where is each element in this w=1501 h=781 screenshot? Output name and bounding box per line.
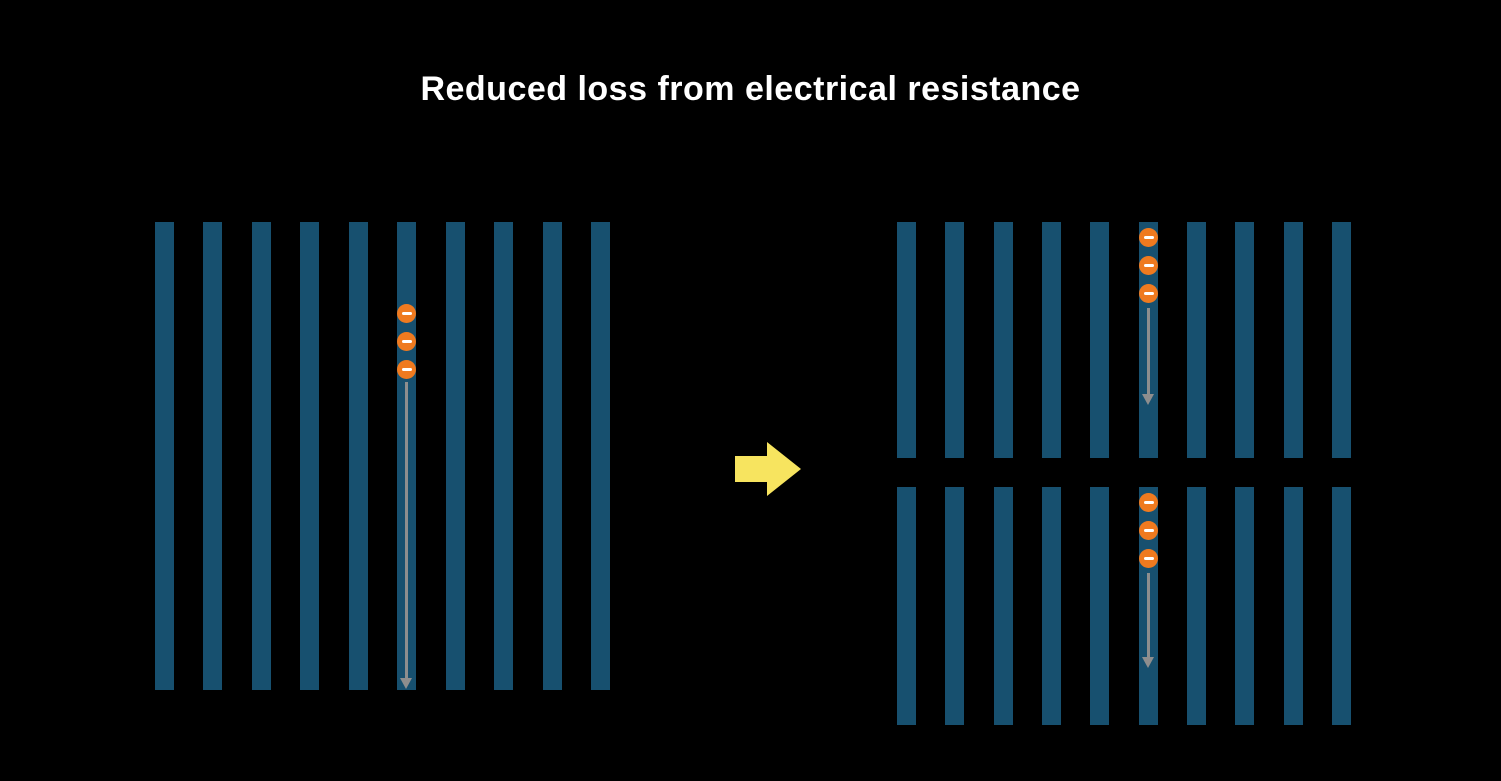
minus-icon (401, 340, 412, 343)
electron-minus-circle-icon (397, 332, 416, 351)
cell-finger-bar (993, 222, 1013, 458)
cell-finger-bar (251, 222, 271, 690)
cell-finger-bar (1331, 487, 1351, 725)
minus-icon (401, 368, 412, 371)
electron-flow-column (397, 222, 416, 690)
cell-finger-bar (155, 222, 174, 690)
minus-icon (1143, 236, 1154, 239)
minus-icon (1143, 529, 1154, 532)
electron-minus-circle-icon (1139, 549, 1158, 568)
electron-minus-circle-icon (397, 304, 416, 323)
cell-finger-bar (1090, 487, 1110, 725)
down-arrow-head-icon (400, 678, 412, 689)
cell-finger-bar (993, 487, 1013, 725)
electron-minus-circle-icon (1139, 284, 1158, 303)
half-cell-bottom-panel (897, 487, 1351, 725)
minus-icon (1143, 557, 1154, 560)
full-cell-panel (155, 222, 610, 690)
minus-icon (1143, 292, 1154, 295)
cell-finger-bar (897, 487, 916, 725)
cell-finger-bar (1041, 487, 1061, 725)
down-arrow-head-icon (1142, 394, 1154, 405)
electron-group (397, 222, 416, 388)
cell-finger-bar (1283, 487, 1303, 725)
cell-finger-bar (1186, 487, 1206, 725)
cell-finger-bars (897, 222, 1351, 458)
half-cell-top-panel (897, 222, 1351, 458)
cell-finger-bar (203, 222, 223, 690)
minus-icon (1143, 264, 1154, 267)
cell-finger-bars (897, 487, 1351, 725)
cell-finger-bar (445, 222, 465, 690)
electron-flow-column (1139, 487, 1158, 725)
cell-finger-bar (1186, 222, 1206, 458)
down-arrow-icon (405, 382, 408, 678)
electron-minus-circle-icon (397, 360, 416, 379)
cell-finger-bar (1041, 222, 1061, 458)
electron-minus-circle-icon (1139, 521, 1158, 540)
cell-finger-bar (542, 222, 562, 690)
electron-flow-column (1139, 222, 1158, 458)
cell-finger-bar (348, 222, 368, 690)
electron-group (1139, 222, 1158, 312)
cell-finger-bar (1283, 222, 1303, 458)
right-arrow-icon (735, 442, 801, 496)
cell-finger-bar (1090, 222, 1110, 458)
diagram-title: Reduced loss from electrical resistance (420, 70, 1081, 108)
cell-finger-bar (590, 222, 610, 690)
electron-minus-circle-icon (1139, 228, 1158, 247)
cell-finger-bar (945, 487, 965, 725)
electron-minus-circle-icon (1139, 256, 1158, 275)
electron-minus-circle-icon (1139, 493, 1158, 512)
down-arrow-icon (1147, 573, 1150, 657)
electron-group (1139, 487, 1158, 577)
cell-finger-bars (155, 222, 610, 690)
cell-finger-bar (945, 222, 965, 458)
cell-finger-bar (1235, 487, 1255, 725)
down-arrow-head-icon (1142, 657, 1154, 668)
cell-finger-bar (494, 222, 514, 690)
cell-finger-bar (897, 222, 916, 458)
minus-icon (1143, 501, 1154, 504)
down-arrow-icon (1147, 308, 1150, 394)
cell-finger-bar (1331, 222, 1351, 458)
cell-finger-bar (300, 222, 320, 690)
cell-finger-bar (1235, 222, 1255, 458)
minus-icon (401, 312, 412, 315)
